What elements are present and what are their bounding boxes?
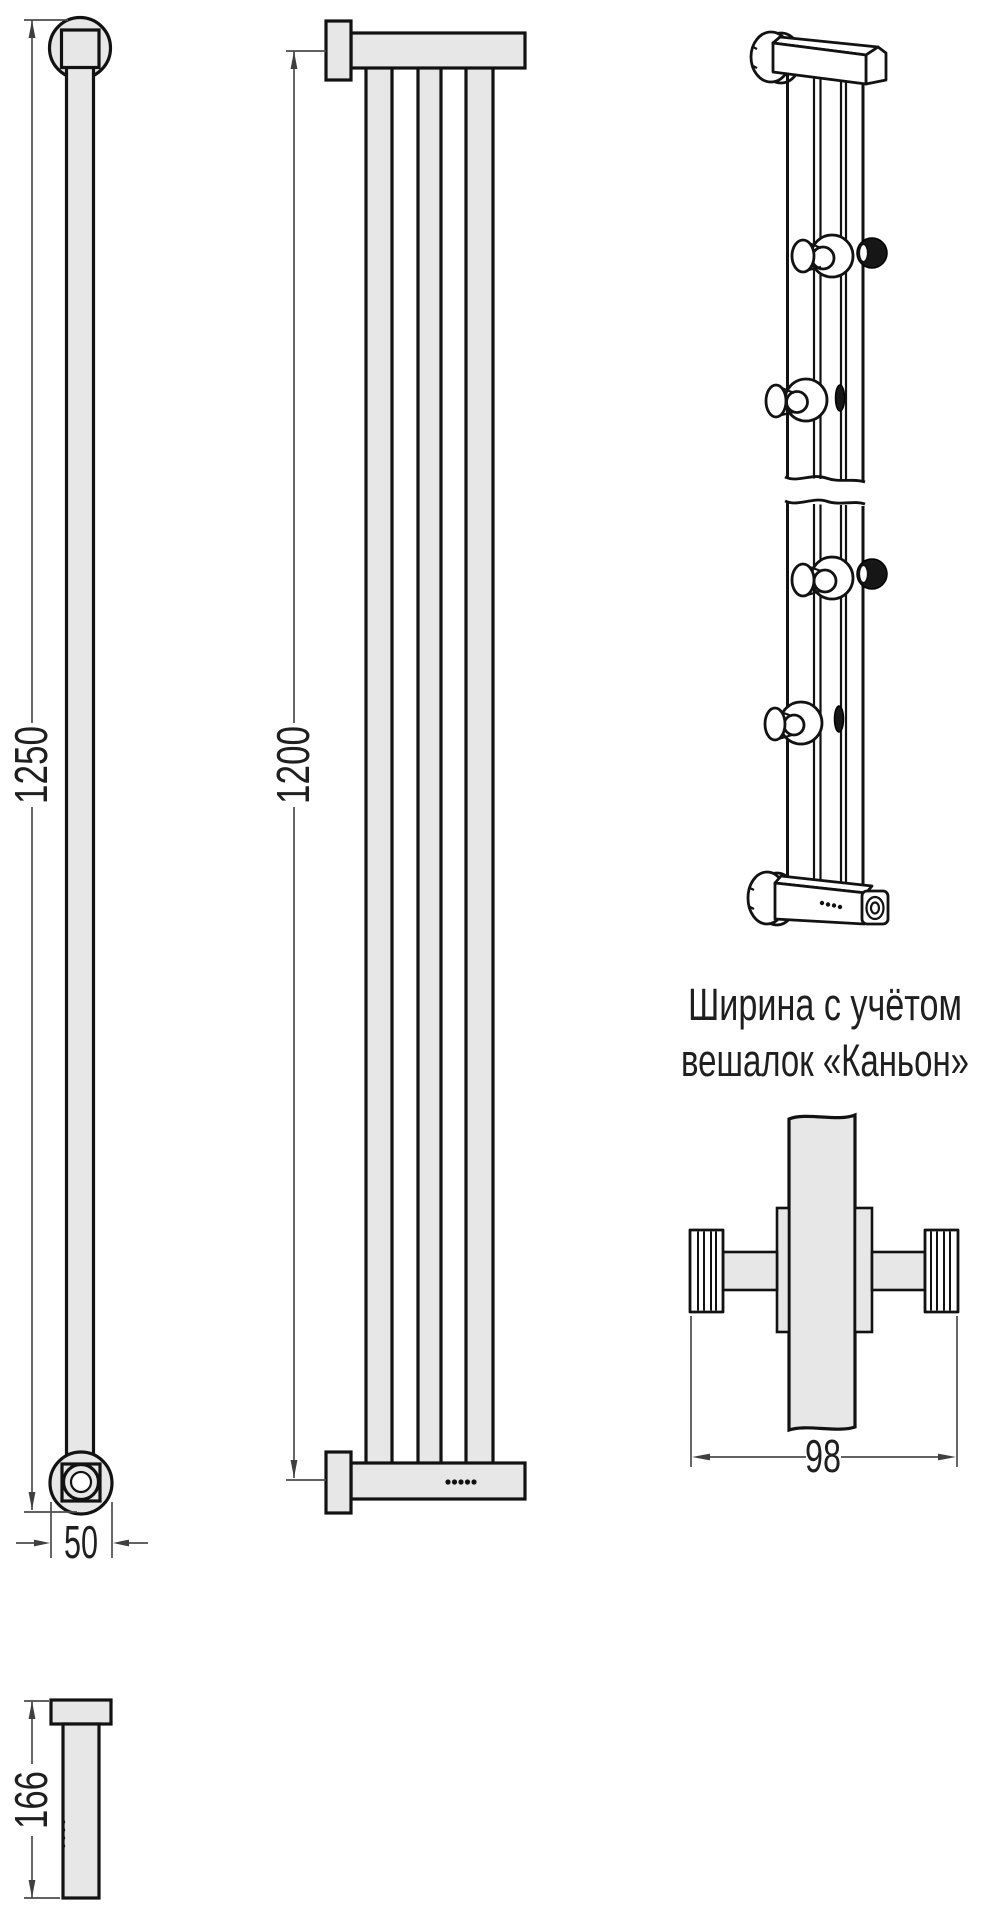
dimension-width-with-hangers: 98 <box>690 1316 958 1482</box>
perspective-lower-segment <box>746 498 890 927</box>
dimension-rail-height: 1200 <box>267 50 326 1481</box>
side-view-vertical-bar <box>64 56 96 1477</box>
side-view-top-mount <box>59 28 101 70</box>
end-cap-hole-inner <box>869 901 881 915</box>
hanger-cap <box>764 383 788 419</box>
front-view-tube-1 <box>364 64 394 1467</box>
cross-section-arm-left <box>721 1250 779 1292</box>
hanger-knob-dark-sliver <box>833 705 845 733</box>
hanger-hub <box>782 713 806 737</box>
hanger-hub <box>785 390 809 414</box>
hanger-knob-upper-row2 <box>764 377 846 423</box>
cross-section-tube <box>787 1112 857 1433</box>
front-view-tube-2 <box>416 64 443 1467</box>
hanger-knob-dark-face <box>857 563 870 585</box>
hanger-cap <box>763 706 787 742</box>
front-view-vent-dots <box>445 1479 477 1485</box>
front-view-bottom-bracket <box>324 1450 353 1515</box>
cross-section-hanger-head-left <box>688 1228 725 1314</box>
cross-section-collar-left <box>775 1206 791 1334</box>
hanger-knob-lower-row2 <box>763 700 845 746</box>
caption: Ширина с учётом вешалок «Каньон» <box>681 979 969 1086</box>
front-view-top-bar <box>349 31 527 70</box>
top-bar-front-face <box>771 41 868 86</box>
dimension-bracket-length: 166 <box>5 1700 60 1899</box>
side-view-bottom-fitting-inner <box>69 1470 93 1494</box>
hanger-knob-dark-sliver <box>834 384 846 412</box>
upper-segment-break-edge <box>784 475 866 484</box>
bracket-detail-body <box>61 1722 101 1900</box>
front-view <box>324 19 527 1515</box>
hanger-knob-upper-row1 <box>790 233 888 279</box>
front-view-bottom-bar <box>349 1461 527 1501</box>
caption-line-2: вешалок «Каньон» <box>681 1035 969 1086</box>
hanger-cap <box>790 562 816 598</box>
lower-segment-break-edge <box>784 498 866 506</box>
perspective-upper-segment <box>749 30 888 484</box>
dimension-width-label: 98 <box>805 1430 841 1482</box>
bracket-detail-view <box>49 1698 113 1900</box>
bracket-detail-cap <box>49 1698 113 1726</box>
cross-section-view <box>688 1112 960 1433</box>
side-view <box>47 15 114 1516</box>
hanger-cap <box>790 238 816 274</box>
hanger-knob-dark-face <box>857 242 870 264</box>
perspective-view <box>746 30 890 927</box>
hanger-knob-lower-row1 <box>790 555 888 601</box>
bracket-detail-dots <box>61 1820 66 1848</box>
caption-line-1: Ширина с учётом <box>688 979 962 1030</box>
dimension-overall-height: 1250 <box>5 19 77 1513</box>
cross-section-hanger-head-right <box>923 1228 960 1314</box>
cross-section-arm-right <box>870 1250 927 1292</box>
dimension-rail-height-label: 1200 <box>267 726 319 804</box>
dimension-overall-height-label: 1250 <box>5 726 57 804</box>
cross-section-collar-right <box>853 1206 874 1334</box>
bottom-bar-vent-dots <box>819 900 843 910</box>
front-view-tube-3 <box>464 64 495 1467</box>
dimension-depth-label: 50 <box>64 1516 98 1568</box>
dimension-depth: 50 <box>16 1502 148 1568</box>
front-view-top-bracket <box>324 19 353 82</box>
top-bar-end-face <box>864 45 888 86</box>
dimension-bracket-length-label: 166 <box>5 1771 57 1829</box>
hanger-hub <box>812 568 838 594</box>
